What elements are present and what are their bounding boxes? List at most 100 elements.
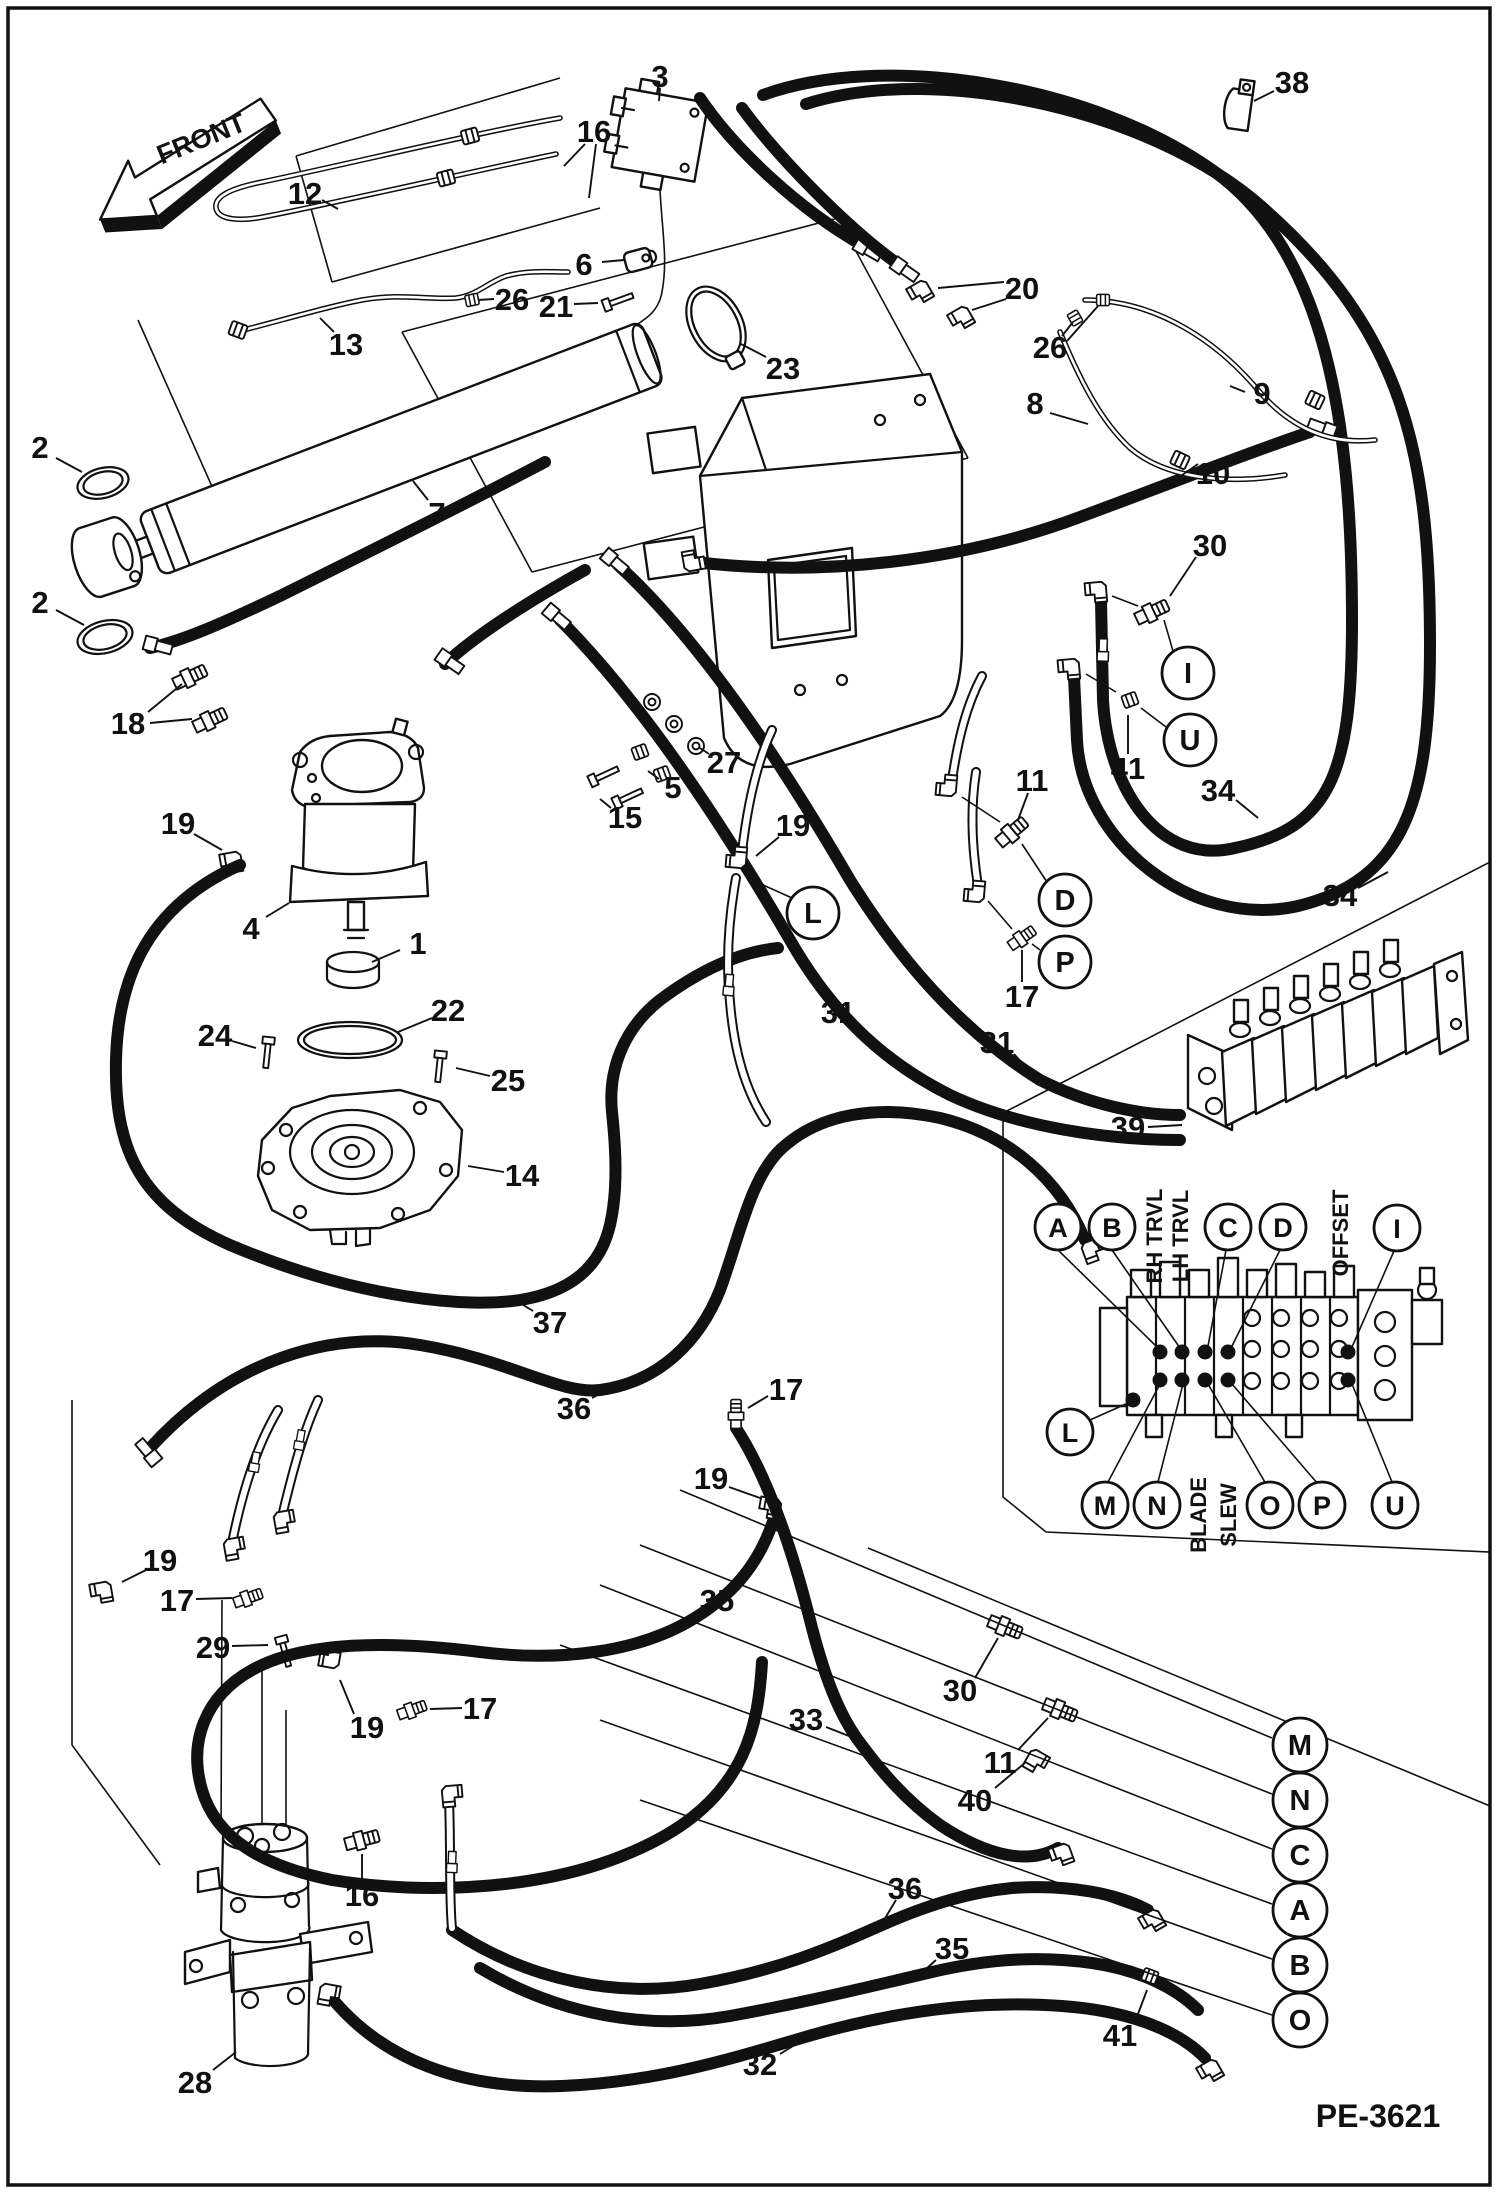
callout-leader-37 — [511, 1297, 534, 1312]
callout-leader-31 — [1013, 1053, 1035, 1077]
callout-29: 29 — [196, 1630, 230, 1665]
callout-19: 19 — [143, 1543, 177, 1578]
port-dot — [1174, 1344, 1190, 1360]
callout-leader-36 — [591, 1384, 617, 1399]
callout-19: 19 — [350, 1710, 384, 1745]
port-dot — [1152, 1372, 1168, 1388]
schematic-leader — [1351, 1383, 1393, 1483]
callout-leader-19 — [121, 1569, 147, 1583]
clamp-6-drawing — [622, 246, 658, 274]
callout-leader-28 — [212, 2051, 237, 2071]
callout-2: 2 — [31, 430, 48, 465]
callout-37: 37 — [533, 1305, 567, 1340]
hose-32 — [316, 1982, 1226, 2093]
port-circle-output-O — [1271, 1991, 1329, 2049]
callout-leader-2 — [55, 609, 85, 626]
port-dot — [1174, 1372, 1190, 1388]
port-letter-output-M: M — [1288, 1730, 1312, 1762]
port-circle-main-P — [1037, 934, 1093, 990]
rotated-label-blade: BLADE — [1186, 1477, 1211, 1553]
callout-leader-15 — [599, 798, 612, 809]
callout-leader-12 — [321, 199, 339, 210]
hose-20-b — [736, 102, 977, 334]
callout-leader-35 — [683, 1610, 702, 1623]
port-chain-hoses — [722, 595, 1173, 1127]
callout-18: 18 — [111, 706, 145, 741]
o-ring-22-inner — [302, 1024, 398, 1056]
chain-link — [1140, 707, 1167, 728]
callout-leader-19 — [755, 836, 780, 857]
callout-14: 14 — [505, 1158, 540, 1193]
port-circle-schematic-N — [1132, 1480, 1182, 1530]
port-circle-schematic-A — [1033, 1202, 1083, 1252]
port-letter-schematic-N: N — [1147, 1491, 1167, 1521]
callout-leader-21 — [573, 302, 599, 305]
callout-10: 10 — [1196, 456, 1230, 491]
port-circle-schematic-O — [1245, 1480, 1295, 1530]
callout-leader-41 — [1134, 1989, 1148, 2023]
hose-34-outer — [800, 83, 1437, 916]
callout-leader-34 — [1357, 871, 1389, 889]
port-circle-schematic-D — [1258, 1202, 1308, 1252]
output-leader — [679, 1489, 1273, 1739]
callout-20: 20 — [1005, 271, 1039, 306]
callout-leader-33 — [825, 1726, 855, 1739]
port-letter-schematic-L: L — [1062, 1418, 1079, 1448]
callout-leader-16 — [563, 143, 586, 167]
rotated-label-rh-trvl: RH TRVL — [1142, 1189, 1167, 1284]
schematic-panel-frame — [1002, 860, 1491, 1553]
callout-leader-7 — [412, 480, 429, 501]
port-letter-main-D: D — [1055, 885, 1076, 917]
callout-leader-19 — [728, 1486, 761, 1499]
callout-leader-32 — [779, 2037, 807, 2055]
callout-3: 3 — [651, 59, 668, 94]
fitting-16-b-icon — [342, 1825, 382, 1855]
schematic-leader — [1089, 1402, 1129, 1421]
clamp-38-drawing — [1222, 78, 1256, 133]
cylinder-7-drawing — [70, 322, 663, 656]
port-circle-main-I — [1160, 645, 1216, 701]
callout-30: 30 — [943, 1673, 977, 1708]
callout-leader-17 — [429, 1707, 463, 1710]
rotated-label-lh-trvl: LH TRVL — [1168, 1190, 1193, 1282]
output-line-fittings — [984, 1611, 1160, 1986]
callout-leader-18 — [147, 683, 183, 713]
port-letter-output-A: A — [1290, 1895, 1311, 1927]
output-leader — [559, 1644, 1273, 1905]
schematic-port-dots — [1125, 1344, 1356, 1408]
callout-leader-23 — [740, 343, 767, 358]
hose-35-right — [474, 1953, 1204, 2028]
hose-34-inner — [757, 69, 1359, 857]
callout-leader-17 — [195, 1597, 233, 1600]
hose-35-left — [191, 1495, 783, 1894]
callout-leader-29 — [231, 1644, 269, 1647]
callout-leader-20 — [971, 298, 1007, 311]
port-letter-schematic-P: P — [1313, 1491, 1331, 1521]
port-letter-schematic-C: C — [1218, 1213, 1238, 1243]
hose-37 — [109, 859, 784, 1309]
callout-4: 4 — [242, 911, 260, 946]
output-leader — [639, 1799, 1273, 2016]
callout-11: 11 — [1016, 763, 1049, 798]
port-circle-main-U — [1162, 712, 1218, 768]
callout-leader-6 — [601, 259, 625, 263]
valve-3-drain-line — [627, 189, 666, 331]
tube-13 — [227, 268, 571, 341]
port-letter-output-N: N — [1290, 1785, 1311, 1817]
port-circle-schematic-M — [1080, 1480, 1130, 1530]
callout-35: 35 — [700, 1583, 734, 1618]
port-letter-schematic-D: D — [1273, 1213, 1293, 1243]
callout-26: 26 — [495, 282, 529, 317]
callout-leader-10 — [1177, 463, 1199, 479]
callout-22: 22 — [431, 993, 465, 1028]
port-dot — [1340, 1372, 1356, 1388]
front-arrow: FRONT — [98, 97, 282, 233]
rotated-label-slew: SLEW — [1216, 1483, 1241, 1547]
schematic-valve-drawing — [1098, 1256, 1444, 1439]
callout-38: 38 — [1275, 65, 1309, 100]
port-letter-main-L: L — [804, 898, 822, 930]
callout-leader-34 — [1235, 799, 1259, 819]
